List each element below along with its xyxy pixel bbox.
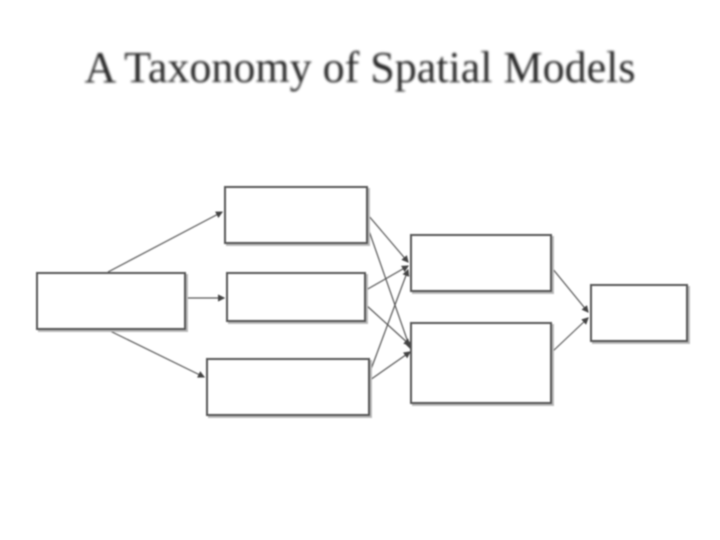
box-left [36,272,186,330]
box-middle-bottom [206,358,370,416]
edge-r2-final [551,317,589,353]
box-middle-center [226,272,366,322]
edge-r1-final [551,267,589,313]
edge-left-top [107,211,224,273]
edge-mid-r1 [365,265,410,291]
edge-bot-r1 [369,268,410,373]
box-right-top [410,234,552,292]
slide-title: A Taxonomy of Spatial Models [84,43,636,92]
edge-top-r1 [367,214,409,263]
edge-top-r2 [367,227,412,350]
edge-left-bottom [107,329,206,378]
box-right-bottom [410,322,552,404]
box-middle-top [224,186,368,244]
edge-bot-r2 [369,351,411,381]
box-final [590,284,688,342]
